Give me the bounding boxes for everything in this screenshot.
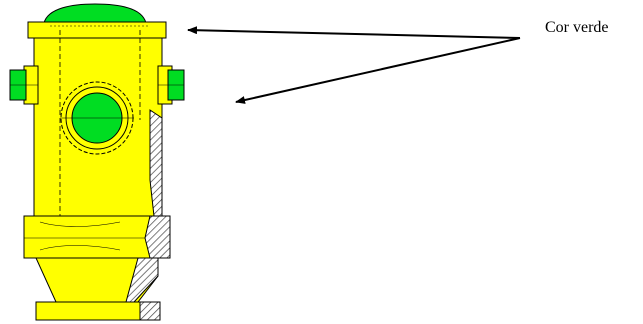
- base-hatch: [125, 257, 159, 303]
- annotation-label: Cor verde: [545, 19, 609, 36]
- tapered-base: [35, 257, 159, 303]
- dome-cap: [43, 3, 147, 24]
- fire-hydrant: [9, 3, 185, 321]
- arrow-to-outlet: [235, 37, 521, 104]
- collar-hatch: [144, 215, 171, 259]
- top-flange: [27, 21, 167, 39]
- wall-section-right: [149, 109, 163, 217]
- arrow-to-cap: [187, 26, 521, 39]
